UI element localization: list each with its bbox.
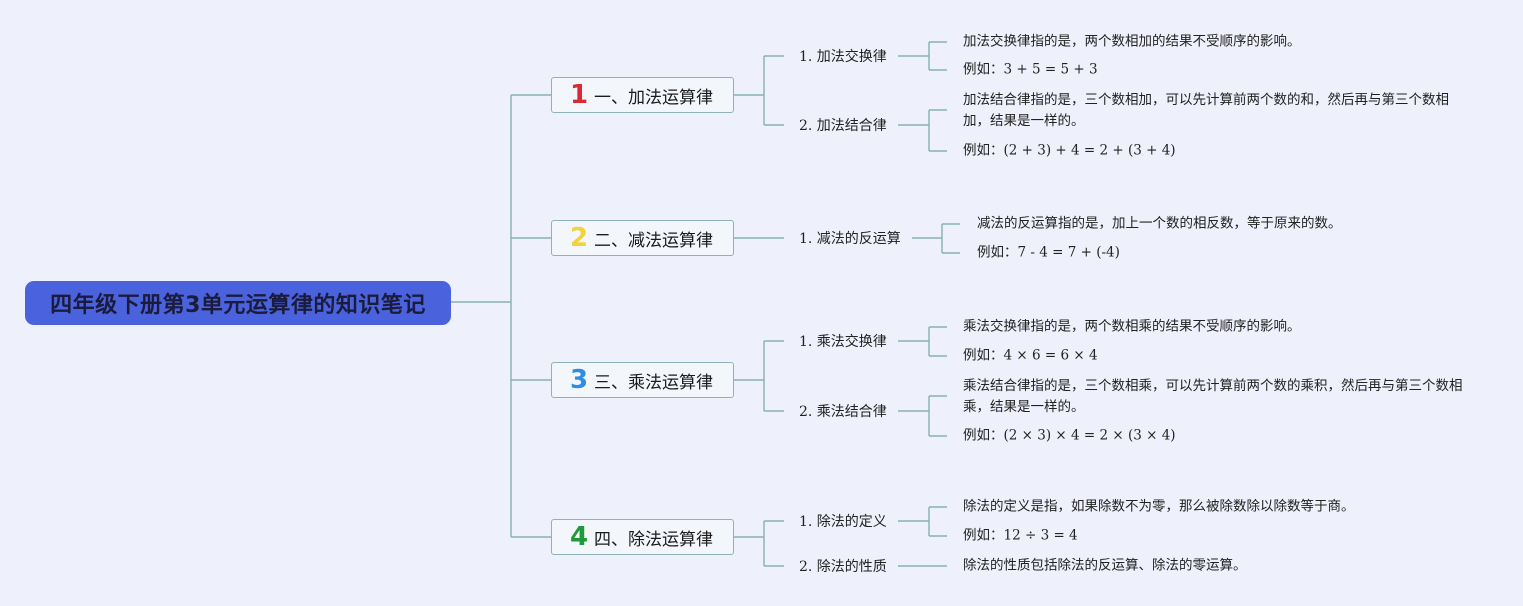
number-3-icon: 3 xyxy=(569,365,589,395)
subtopic-addition-associative[interactable]: 2. 加法结合律 xyxy=(799,118,887,134)
subtopic-division-properties[interactable]: 2. 除法的性质 xyxy=(799,559,887,575)
leaf-note[interactable]: 乘法结合律指的是，三个数相乘，可以先计算前两个数的乘积，然后再与第三个数相乘，结… xyxy=(963,378,1463,415)
subtopic-multiplication-commutative[interactable]: 1. 乘法交换律 xyxy=(799,334,887,350)
branch-label: 四、除法运算律 xyxy=(594,529,713,550)
leaf-note[interactable]: 加法结合律指的是，三个数相加，可以先计算前两个数的和，然后再与第三个数相加，结果… xyxy=(963,92,1449,129)
leaf-note[interactable]: 加法交换律指的是，两个数相加的结果不受顺序的影响。 xyxy=(963,33,1301,50)
branch-label: 一、加法运算律 xyxy=(594,87,713,108)
branch-subtraction[interactable]: 2 二、减法运算律 xyxy=(551,220,734,256)
leaf-note[interactable]: 除法的性质包括除法的反运算、除法的零运算。 xyxy=(963,557,1247,574)
subtopic-subtraction-inverse[interactable]: 1. 减法的反运算 xyxy=(799,231,901,247)
number-2-icon: 2 xyxy=(569,223,589,253)
leaf-example[interactable]: 例如：12 ÷ 3 = 4 xyxy=(963,527,1078,544)
leaf-note[interactable]: 乘法交换律指的是，两个数相乘的结果不受顺序的影响。 xyxy=(963,318,1301,335)
leaf-example[interactable]: 例如：3 + 5 = 5 + 3 xyxy=(963,61,1098,78)
subtopic-division-definition[interactable]: 1. 除法的定义 xyxy=(799,514,887,530)
branch-division[interactable]: 4 四、除法运算律 xyxy=(551,519,734,555)
leaf-example[interactable]: 例如：7 - 4 = 7 + (-4) xyxy=(977,244,1120,261)
subtopic-multiplication-associative[interactable]: 2. 乘法结合律 xyxy=(799,404,887,420)
subtopic-addition-commutative[interactable]: 1. 加法交换律 xyxy=(799,49,887,65)
branch-multiplication[interactable]: 3 三、乘法运算律 xyxy=(551,362,734,398)
branch-addition[interactable]: 1 一、加法运算律 xyxy=(551,77,734,113)
leaf-note[interactable]: 减法的反运算指的是，加上一个数的相反数，等于原来的数。 xyxy=(977,215,1342,232)
branch-label: 二、减法运算律 xyxy=(594,230,713,251)
branch-label: 三、乘法运算律 xyxy=(594,372,713,393)
number-4-icon: 4 xyxy=(569,522,589,552)
leaf-example[interactable]: 例如：4 × 6 = 6 × 4 xyxy=(963,347,1098,364)
root-title: 四年级下册第3单元运算律的知识笔记 xyxy=(50,293,426,318)
leaf-note[interactable]: 除法的定义是指，如果除数不为零，那么被除数除以除数等于商。 xyxy=(963,498,1355,515)
root-topic[interactable]: 四年级下册第3单元运算律的知识笔记 xyxy=(25,281,451,325)
leaf-example[interactable]: 例如：(2 × 3) × 4 = 2 × (3 × 4) xyxy=(963,427,1176,444)
number-1-icon: 1 xyxy=(569,80,589,110)
leaf-example[interactable]: 例如：(2 + 3) + 4 = 2 + (3 + 4) xyxy=(963,142,1176,159)
